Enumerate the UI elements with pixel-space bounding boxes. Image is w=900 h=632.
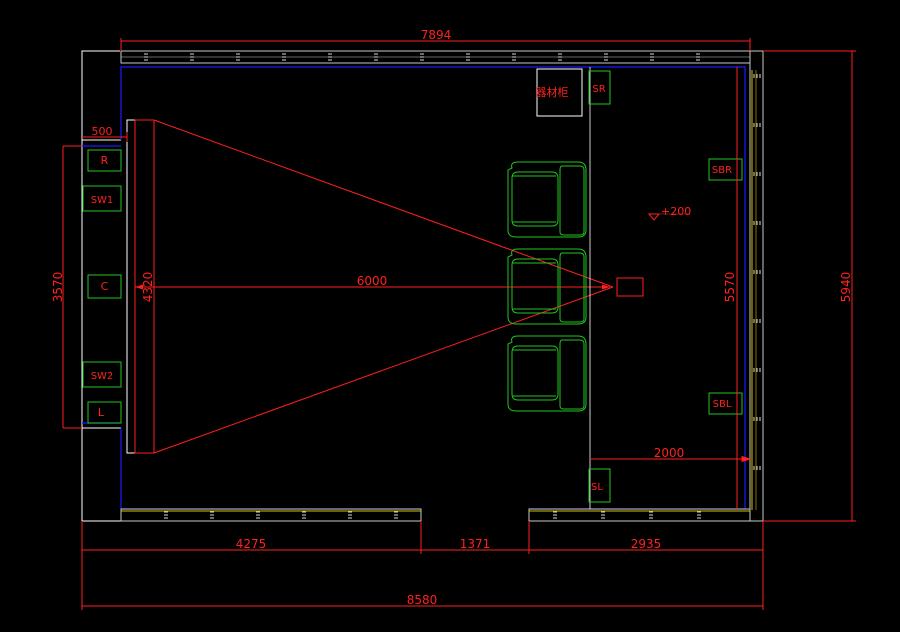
- dimension-left-span: 3570: [51, 145, 82, 429]
- speaker-right-label: R: [101, 154, 109, 167]
- speaker-center: C: [87, 274, 122, 299]
- dimension-bottom-total-label: 8580: [407, 593, 438, 607]
- dimension-rear-distance: 2000: [590, 446, 752, 463]
- seat-3: [507, 335, 587, 412]
- viewing-distance-label: 6000: [357, 274, 388, 288]
- speaker-center-label: C: [101, 280, 109, 293]
- dimension-screen-width-label: 4320: [141, 272, 155, 303]
- dimension-bottom-segments: 4275 1371 2935: [81, 521, 764, 610]
- speaker-sl: SL: [588, 468, 611, 503]
- speaker-sr-label: SR: [592, 84, 605, 95]
- speaker-sbl: SBL: [708, 392, 743, 415]
- equipment-cabinet: 器材柜: [536, 68, 583, 117]
- bottom-left-wall-panel: [120, 508, 422, 522]
- floor-level-label: +200: [661, 205, 691, 218]
- dimension-bottom-door-label: 1371: [460, 537, 491, 551]
- dimension-right-inner: 5570: [723, 67, 738, 509]
- dimension-bottom-left-label: 4275: [236, 537, 267, 551]
- seat-2: [507, 248, 587, 325]
- dimension-top-total-label: 7894: [421, 28, 452, 42]
- speaker-sw1: SW1: [82, 185, 122, 212]
- speaker-right: R: [87, 149, 122, 172]
- equipment-cabinet-label: 器材柜: [536, 85, 569, 99]
- dimension-screen-depth-label: 500: [92, 125, 113, 138]
- dimension-right-outer: 5940: [763, 50, 856, 522]
- seating: [507, 161, 587, 412]
- viewing-distance-dimension: 6000: [135, 274, 610, 290]
- dimension-right-inner-label: 5570: [723, 272, 737, 303]
- dimension-top-total: 7894: [120, 28, 751, 51]
- dimension-bottom-total: 8580: [82, 593, 763, 607]
- front-speakers: R SW1 C SW2 L: [82, 149, 122, 424]
- speaker-sl-label: SL: [591, 482, 603, 493]
- speaker-sbr-label: SBR: [712, 165, 732, 176]
- speaker-sr: SR: [588, 70, 611, 105]
- projector: [616, 277, 644, 297]
- floor-level-marker: +200: [647, 205, 691, 221]
- right-wall-panel: [749, 50, 764, 522]
- dimension-left-span-label: 3570: [51, 272, 65, 303]
- seat-1: [507, 161, 587, 238]
- dimension-right-outer-label: 5940: [839, 272, 853, 303]
- speaker-sbr: SBR: [708, 158, 743, 181]
- speaker-left: L: [87, 401, 122, 424]
- speaker-sw1-label: SW1: [91, 195, 114, 206]
- surround-speakers: SR SL SBR SBL: [588, 70, 743, 503]
- speaker-sbl-label: SBL: [713, 399, 732, 410]
- dimension-screen-depth: 500: [82, 125, 128, 142]
- dimension-rear-distance-label: 2000: [654, 446, 685, 460]
- speaker-sw2-label: SW2: [91, 371, 114, 382]
- bottom-right-wall-panel: [528, 508, 751, 522]
- dimension-bottom-right-label: 2935: [631, 537, 662, 551]
- speaker-left-label: L: [98, 406, 105, 419]
- speaker-sw2: SW2: [82, 361, 122, 388]
